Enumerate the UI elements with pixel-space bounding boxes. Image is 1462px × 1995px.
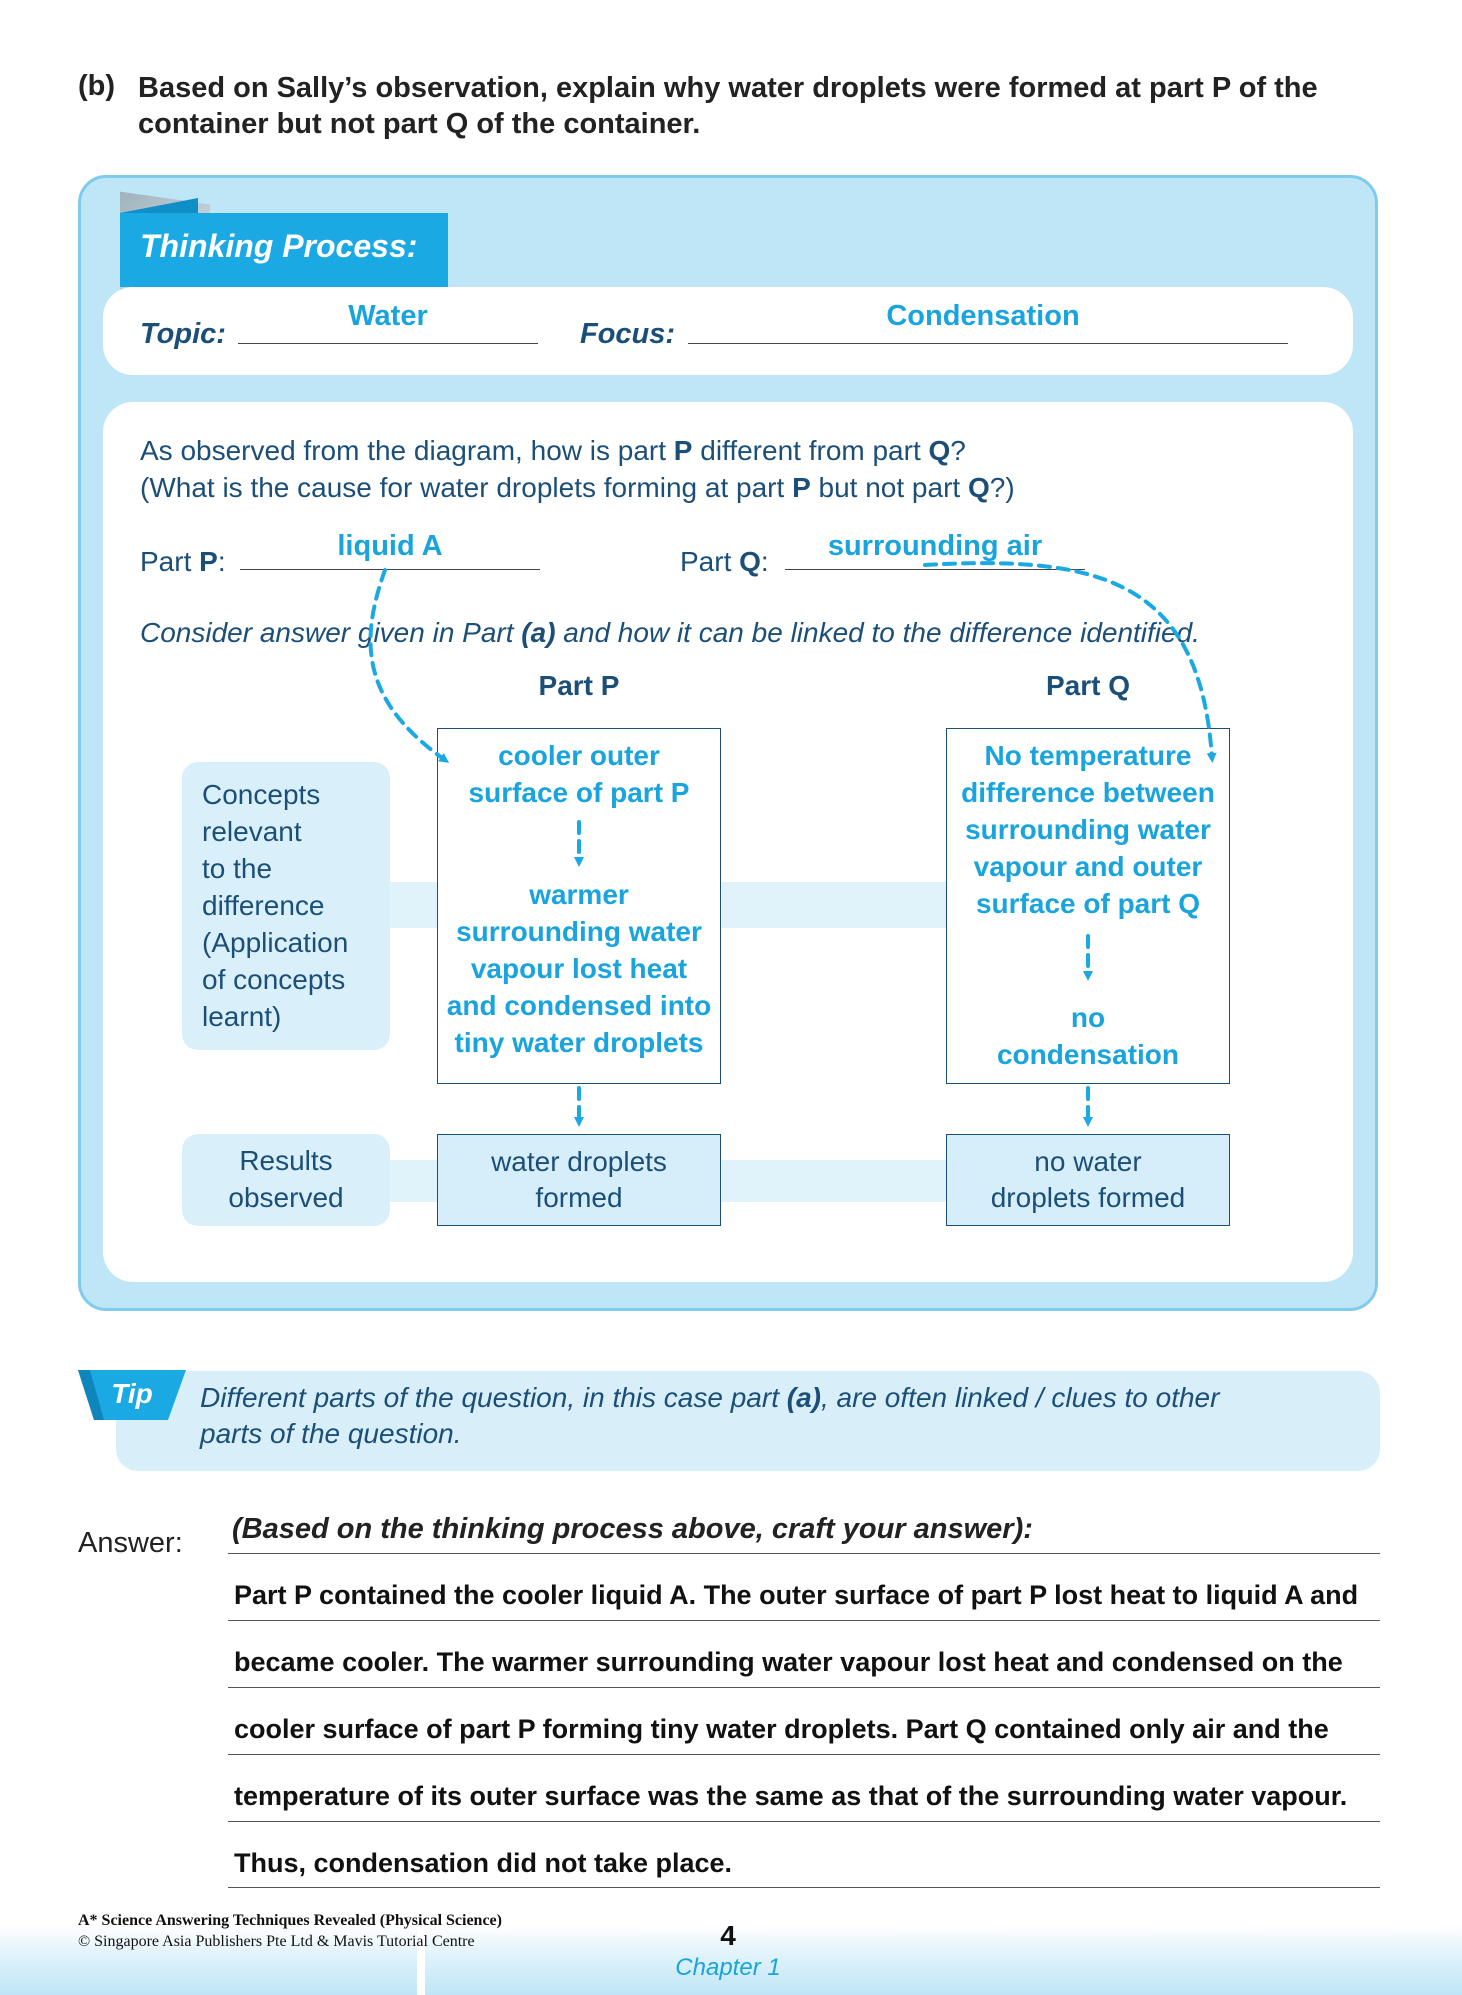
thinking-process-tab xyxy=(120,213,448,287)
focus-label: Focus: xyxy=(580,318,676,350)
footer-divider xyxy=(417,1925,425,1995)
results-line: Results xyxy=(239,1145,333,1176)
flow-line: surrounding water xyxy=(965,814,1211,845)
tip-text: Different parts of the question, in this… xyxy=(200,1380,1360,1452)
answer-heading: (Based on the thinking process above, cr… xyxy=(232,1513,1033,1545)
answer-label: Answer: xyxy=(78,1527,183,1559)
answer-line: temperature of its outer surface was the… xyxy=(234,1781,1348,1811)
flow-line: tiny water droplets xyxy=(454,1027,704,1058)
topic-label: Topic: xyxy=(140,318,226,350)
tab-fold-decoration xyxy=(120,198,198,213)
column-head-part-p: Part P xyxy=(538,670,620,701)
topic-focus-box xyxy=(103,287,1353,375)
part-q-result-box: no water droplets formed xyxy=(946,1134,1230,1226)
part-p-top-text: cooler outer surface of part P xyxy=(437,737,721,811)
concepts-line: learnt) xyxy=(202,1001,282,1032)
answer-rule xyxy=(228,1687,1380,1688)
flow-line: surface of part Q xyxy=(975,888,1201,919)
result-line: no water xyxy=(1034,1146,1142,1177)
footer-band xyxy=(0,1925,1462,1995)
topic-value: Water xyxy=(348,300,428,332)
footer-book-title: A* Science Answering Techniques Revealed… xyxy=(78,1912,502,1929)
tip-box xyxy=(116,1371,1380,1471)
flow-line: surrounding water xyxy=(456,916,702,947)
flow-line: warmer xyxy=(529,879,629,910)
flow-line: no xyxy=(1070,1002,1106,1033)
topic-underline xyxy=(238,343,538,344)
concepts-line: Concepts xyxy=(202,779,321,810)
focus-underline xyxy=(688,343,1288,344)
part-p-result-box: water droplets formed xyxy=(437,1134,721,1226)
concepts-line: to the xyxy=(202,853,273,884)
results-row-label: Results observed xyxy=(182,1134,390,1226)
part-q-value: surrounding air xyxy=(827,530,1043,562)
part-p-value: liquid A xyxy=(337,530,443,562)
flow-line: vapour lost heat xyxy=(470,953,688,984)
tip-line-2: parts of the question. xyxy=(200,1418,462,1449)
flow-line: and condensed into xyxy=(446,990,712,1021)
concepts-row-label: Concepts relevant to the difference (App… xyxy=(182,762,390,1050)
answer-rule xyxy=(228,1553,1380,1554)
arrow-liquid-a-to-part-p xyxy=(368,568,450,763)
answer-rule xyxy=(228,1821,1380,1822)
answer-line: cooler surface of part P forming tiny wa… xyxy=(234,1714,1329,1744)
concepts-line: difference xyxy=(202,890,325,921)
part-q-bottom-text: no condensation xyxy=(946,999,1230,1073)
flow-line: vapour and outer xyxy=(973,851,1203,882)
prompt-line-2: (What is the cause for water droplets fo… xyxy=(140,472,1015,503)
tip-badge-icon xyxy=(78,1370,186,1420)
tip-badge-label: Tip xyxy=(111,1378,153,1409)
flow-line: surface of part P xyxy=(468,777,690,808)
flow-line: difference between xyxy=(961,777,1215,808)
part-q-top-text: No temperature difference between surrou… xyxy=(946,737,1230,922)
part-q-underline xyxy=(785,569,1085,570)
result-line: formed xyxy=(535,1182,623,1213)
answer-rule xyxy=(228,1887,1380,1888)
prompt-line-1: As observed from the diagram, how is par… xyxy=(140,435,966,466)
flow-line: No temperature xyxy=(984,740,1192,771)
concepts-line: (Application xyxy=(202,927,349,958)
answer-line: Thus, condensation did not take place. xyxy=(234,1848,733,1878)
arrow-surrounding-air-to-part-q xyxy=(923,561,1217,763)
footer-copyright: © Singapore Asia Publishers Pte Ltd & Ma… xyxy=(78,1933,475,1950)
concepts-line: of concepts xyxy=(202,964,346,995)
results-line: observed xyxy=(228,1182,344,1213)
flow-line: condensation xyxy=(996,1039,1179,1070)
tip-line-1: Different parts of the question, in this… xyxy=(200,1382,1220,1413)
answer-line: became cooler. The warmer surrounding wa… xyxy=(234,1647,1343,1677)
consider-instruction: Consider answer given in Part (a) and ho… xyxy=(140,617,1200,648)
part-p-concept-box xyxy=(437,728,721,1084)
page-number: 4 xyxy=(720,1920,736,1951)
answer-rule xyxy=(228,1620,1380,1621)
question-label: (b) xyxy=(78,70,116,102)
part-p-bottom-text: warmer surrounding water vapour lost hea… xyxy=(437,876,721,1061)
column-head-part-q: Part Q xyxy=(1045,670,1131,701)
prompt-question: As observed from the diagram, how is par… xyxy=(140,432,1320,506)
answer-line: Part P contained the cooler liquid A. Th… xyxy=(234,1580,1359,1610)
focus-value: Condensation xyxy=(886,300,1080,332)
part-q-label: Part Q: xyxy=(680,546,769,577)
thinking-process-title: Thinking Process: xyxy=(140,228,418,264)
result-line: droplets formed xyxy=(990,1182,1186,1213)
answer-rule xyxy=(228,1754,1380,1755)
part-q-concept-box xyxy=(946,728,1230,1084)
part-p-label: Part P: xyxy=(140,546,226,577)
concepts-line: relevant xyxy=(202,816,302,847)
flow-line: cooler outer xyxy=(498,740,660,771)
result-line: water droplets xyxy=(491,1146,667,1177)
question-text: Based on Sally’s observation, explain wh… xyxy=(138,72,1318,140)
chapter-label: Chapter 1 xyxy=(675,1954,781,1981)
part-p-underline xyxy=(240,569,540,570)
